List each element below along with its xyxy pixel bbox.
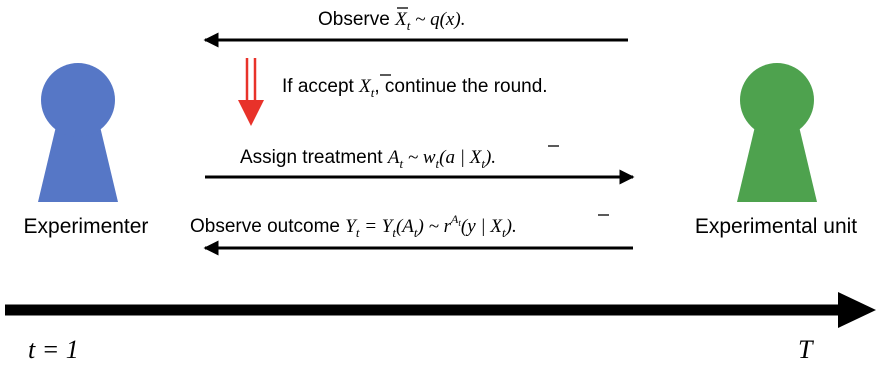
experimenter-body [38,118,118,202]
accept-arrow [238,58,264,126]
observe-outcome-text: Observe outcome Yt = Yt(At) ~ rAt(y | Xt… [190,212,517,240]
experimenter-label: Experimenter [24,215,149,238]
experimenter-head [41,63,115,137]
observe-context-text: Observe Xt ~ q(x). [318,9,465,33]
unit-head [740,63,814,137]
accept-text: If accept Xt, continue the round. [282,76,548,100]
experimenter-figure [38,63,118,202]
unit-body [737,118,817,202]
unit-figure [737,63,817,202]
timeline-arrowhead [838,292,876,328]
unit-label: Experimental unit [695,215,857,238]
timeline-start-label: t = 1 [28,335,79,364]
assign-treatment-text: Assign treatment At ~ wt(a | Xt). [240,147,496,171]
timeline-end-label: T [798,335,814,364]
